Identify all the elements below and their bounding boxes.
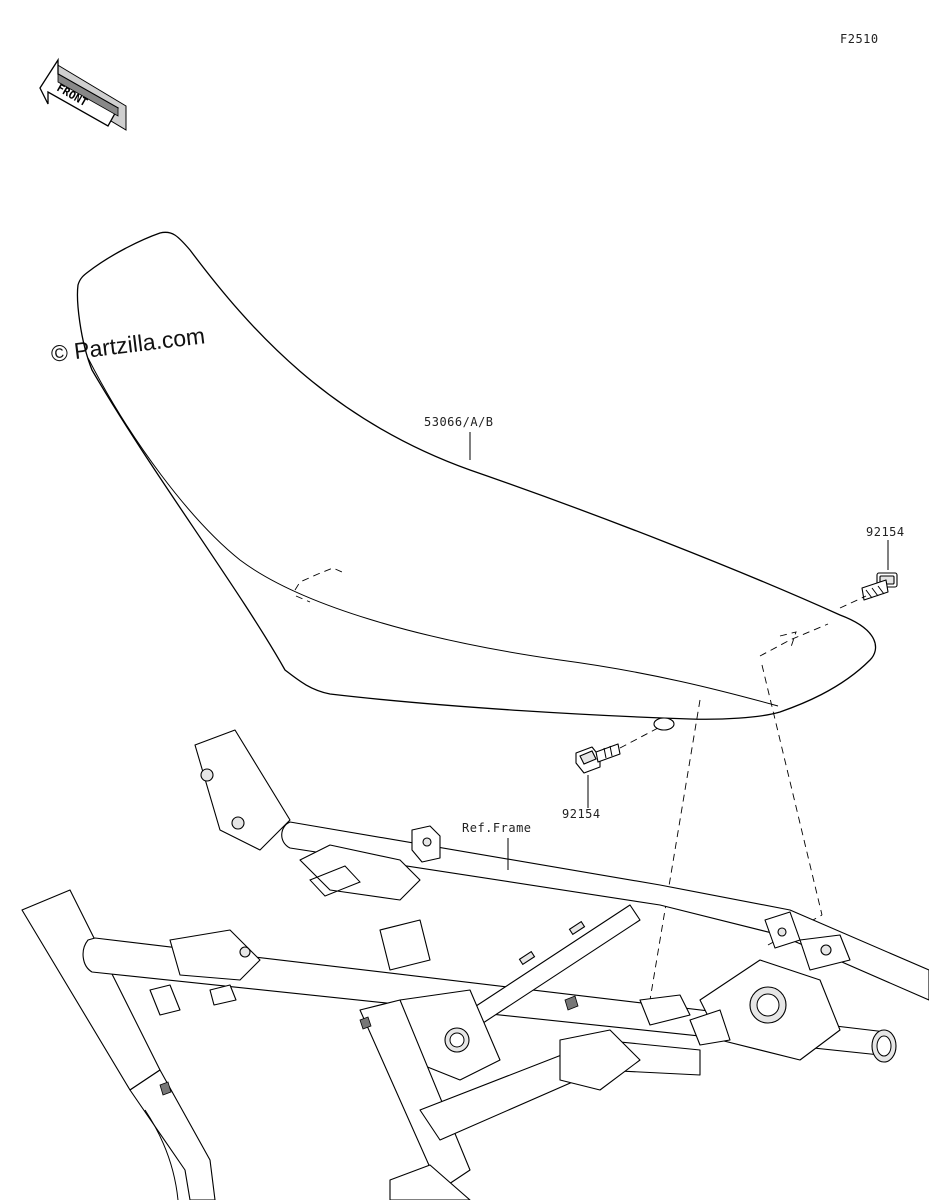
- seat-part-number: 53066/A/B: [424, 415, 494, 429]
- bolt-front-icon: [575, 743, 621, 774]
- figure-code: F2510: [840, 32, 879, 46]
- bolt-rear-icon: [861, 540, 898, 601]
- watermark: © Partzilla.com: [49, 322, 206, 367]
- frame-reference-label: Ref.Frame: [462, 821, 532, 835]
- bolt-front-part-number: 92154: [562, 807, 601, 821]
- front-direction-arrow-icon: FRONT: [39, 57, 127, 131]
- seat-assembly: [76, 231, 877, 720]
- frame-assembly: [21, 729, 929, 1200]
- bolt-rear-part-number: 92154: [866, 525, 905, 539]
